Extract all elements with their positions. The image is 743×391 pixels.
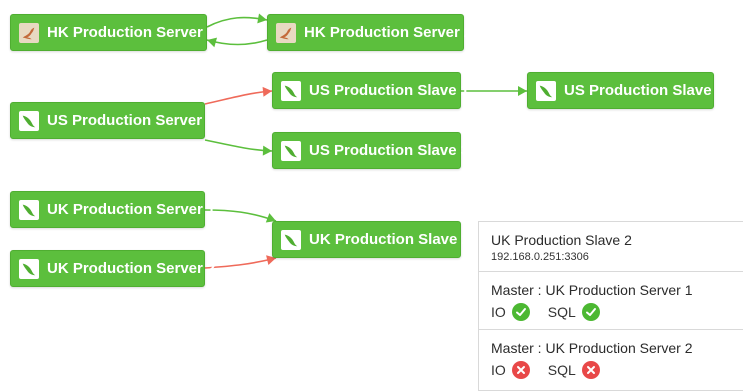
node-us-production-slave-1[interactable]: US Production Slave 1 (272, 72, 469, 109)
arrowhead (262, 145, 272, 156)
master-label: Master : UK Production Server 2 (491, 340, 693, 356)
thread-status: IO SQL (491, 303, 735, 321)
node-label: UK Production Server 1 (47, 201, 216, 218)
node-us-production-slave-3[interactable]: US Production Slave 3 (272, 132, 469, 169)
master-status-row: Master : UK Production Server 2 IO SQL (479, 330, 743, 387)
arrowhead (207, 37, 218, 48)
node-uk-production-server-2[interactable]: UK Production Server 2 (10, 250, 215, 287)
panel-header: UK Production Slave 2 192.168.0.251:3306 (479, 222, 743, 272)
master-status-row: Master : UK Production Server 1 IO SQL (479, 272, 743, 330)
mysql-dolphin-icon (276, 22, 296, 43)
mysql-dolphin-icon (19, 22, 39, 43)
replication-edge-us1-to-uss1 (204, 90, 273, 105)
replication-edge-us1-to-uss3 (204, 139, 273, 152)
check-icon (511, 303, 530, 321)
io-label: IO (491, 362, 506, 378)
mariadb-seal-icon (19, 258, 39, 279)
node-hk-production-server-1[interactable]: HK Production Server 1 (10, 14, 215, 51)
node-hk-production-server-2[interactable]: HK Production Server 2 (267, 14, 472, 51)
panel-title: UK Production Slave 2 (491, 232, 632, 248)
node-label: US Production Slave 1 (309, 82, 470, 99)
node-label: US Production Slave 3 (309, 142, 470, 159)
arrowhead (518, 86, 527, 96)
replication-topology-canvas (204, 13, 527, 269)
node-label: UK Production Server 2 (47, 260, 216, 277)
arrowhead (265, 213, 276, 223)
mariadb-seal-icon (19, 110, 39, 131)
thread-status: IO SQL (491, 361, 735, 379)
node-us-production-server-1[interactable]: US Production Server 1 (10, 102, 215, 139)
panel-address: 192.168.0.251:3306 (491, 251, 589, 263)
sql-label: SQL (547, 304, 576, 320)
error-x-icon (511, 361, 530, 379)
node-label: HK Production Server 1 (47, 24, 216, 41)
mariadb-seal-icon (281, 229, 301, 250)
node-label: US Production Slave 2 (564, 82, 725, 99)
mariadb-seal-icon (281, 140, 301, 161)
node-uk-production-server-1[interactable]: UK Production Server 1 (10, 191, 215, 228)
node-uk-production-slave-2[interactable]: UK Production Slave 2 (272, 221, 470, 258)
replication-edge-uk2-to-uks2 (204, 257, 277, 269)
arrowhead (257, 13, 267, 24)
sql-label: SQL (547, 362, 576, 378)
mariadb-seal-icon (19, 199, 39, 220)
check-icon (581, 303, 600, 321)
mariadb-seal-icon (281, 80, 301, 101)
arrowhead (262, 86, 272, 97)
error-x-icon (581, 361, 600, 379)
io-label: IO (491, 304, 506, 320)
replication-edge-uk1-to-uks2 (204, 209, 277, 222)
node-detail-panel: UK Production Slave 2 192.168.0.251:3306… (478, 221, 743, 391)
node-label: HK Production Server 2 (304, 24, 473, 41)
mariadb-seal-icon (536, 80, 556, 101)
node-us-production-slave-2[interactable]: US Production Slave 2 (527, 72, 724, 109)
node-label: UK Production Slave 2 (309, 231, 470, 248)
node-label: US Production Server 1 (47, 112, 215, 129)
master-label: Master : UK Production Server 1 (491, 282, 693, 298)
